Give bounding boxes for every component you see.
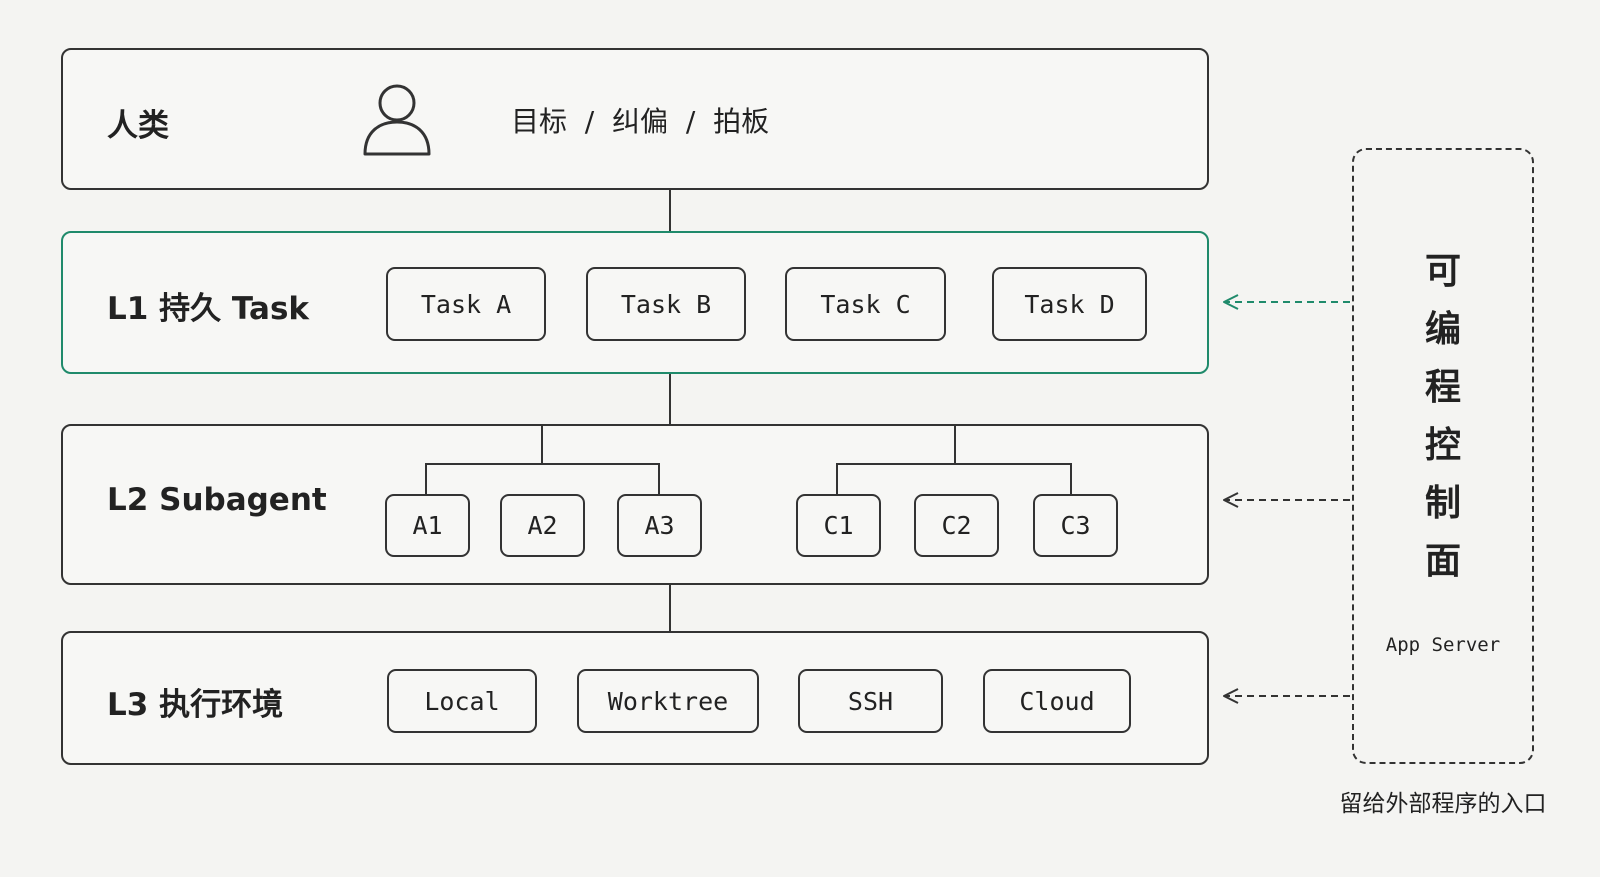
control-plane-char: 面: [1424, 541, 1461, 582]
tree-line-c1: [836, 463, 838, 494]
l1-layer-label: L1 持久 Task: [107, 291, 310, 327]
control-plane-footnote: 留给外部程序的入口: [1339, 791, 1547, 817]
task-box-a[interactable]: Task A: [386, 267, 546, 341]
tree-line-a-bar: [425, 463, 660, 465]
human-actions: 目标 / 纠偏 / 拍板: [511, 105, 770, 138]
agent-box-c3[interactable]: C3: [1033, 494, 1118, 557]
agent-box-c2[interactable]: C2: [914, 494, 999, 557]
l2-layer-label: L2 Subagent: [107, 482, 327, 518]
control-plane-panel: 可 编 程 控 制 面 App Server: [1352, 148, 1534, 764]
l2-layer: L2 Subagent A1 A2 A3 C1 C2 C3: [61, 424, 1209, 585]
agent-box-a1[interactable]: A1: [385, 494, 470, 557]
human-layer: 人类 目标 / 纠偏 / 拍板: [61, 48, 1209, 190]
l3-layer-label: L3 执行环境: [107, 687, 284, 723]
connector-l1-l2: [669, 373, 671, 425]
env-box-local[interactable]: Local: [387, 669, 537, 733]
arrow-to-l2: [1223, 492, 1350, 508]
tree-line-c-bar: [836, 463, 1072, 465]
tree-line-a-trunk: [541, 424, 543, 464]
human-layer-label: 人类: [107, 108, 169, 144]
task-box-d[interactable]: Task D: [992, 267, 1147, 341]
person-icon: [363, 84, 431, 156]
connector-l2-l3: [669, 584, 671, 632]
agent-box-c1[interactable]: C1: [796, 494, 881, 557]
env-box-worktree[interactable]: Worktree: [577, 669, 759, 733]
agent-box-a2[interactable]: A2: [500, 494, 585, 557]
control-plane-char: 可: [1424, 251, 1461, 292]
env-box-cloud[interactable]: Cloud: [983, 669, 1131, 733]
control-plane-char: 编: [1424, 309, 1461, 350]
agent-box-a3[interactable]: A3: [617, 494, 702, 557]
l3-layer: L3 执行环境 Local Worktree SSH Cloud: [61, 631, 1209, 765]
control-plane-char: 制: [1424, 483, 1461, 524]
connector-human-l1: [669, 189, 671, 232]
app-server-label: App Server: [1385, 634, 1501, 656]
control-plane-char: 程: [1424, 367, 1461, 408]
task-box-b[interactable]: Task B: [586, 267, 746, 341]
arrow-to-l1: [1223, 294, 1350, 310]
arrow-to-l3: [1223, 688, 1350, 704]
control-plane-char: 控: [1424, 425, 1461, 466]
env-box-ssh[interactable]: SSH: [798, 669, 943, 733]
l1-layer: L1 持久 Task Task A Task B Task C Task D: [61, 231, 1209, 374]
task-box-c[interactable]: Task C: [785, 267, 946, 341]
tree-line-c-trunk: [954, 424, 956, 464]
tree-line-a1: [425, 463, 427, 494]
tree-line-c3: [1070, 463, 1072, 494]
tree-line-a3: [658, 463, 660, 494]
